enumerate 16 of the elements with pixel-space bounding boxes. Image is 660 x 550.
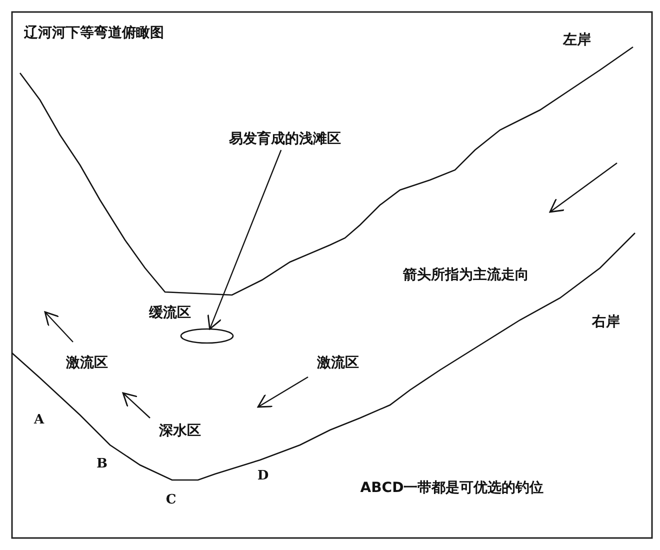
shoal-ellipse <box>180 328 234 344</box>
zone-label: 激流区 <box>66 354 108 372</box>
spot-letter: A <box>34 412 44 428</box>
zone-label: 缓流区 <box>149 304 191 322</box>
zone-label: 深水区 <box>159 422 201 440</box>
callout-text: 易发育成的浅滩区 <box>229 130 341 148</box>
bank-label: 右岸 <box>592 313 620 331</box>
diagram-title: 辽河河下等弯道俯瞰图 <box>24 24 164 42</box>
leader-arrow <box>207 150 282 330</box>
spot-letter: D <box>257 468 269 484</box>
bank-label: 左岸 <box>563 31 591 49</box>
spot-letter: B <box>96 456 108 472</box>
spot-letter: C <box>166 492 176 508</box>
note-text: ABCD一带都是可优选的钓位 <box>360 479 544 497</box>
zone-label: 激流区 <box>317 354 359 372</box>
note-text: 箭头所指为主流走向 <box>403 266 529 284</box>
